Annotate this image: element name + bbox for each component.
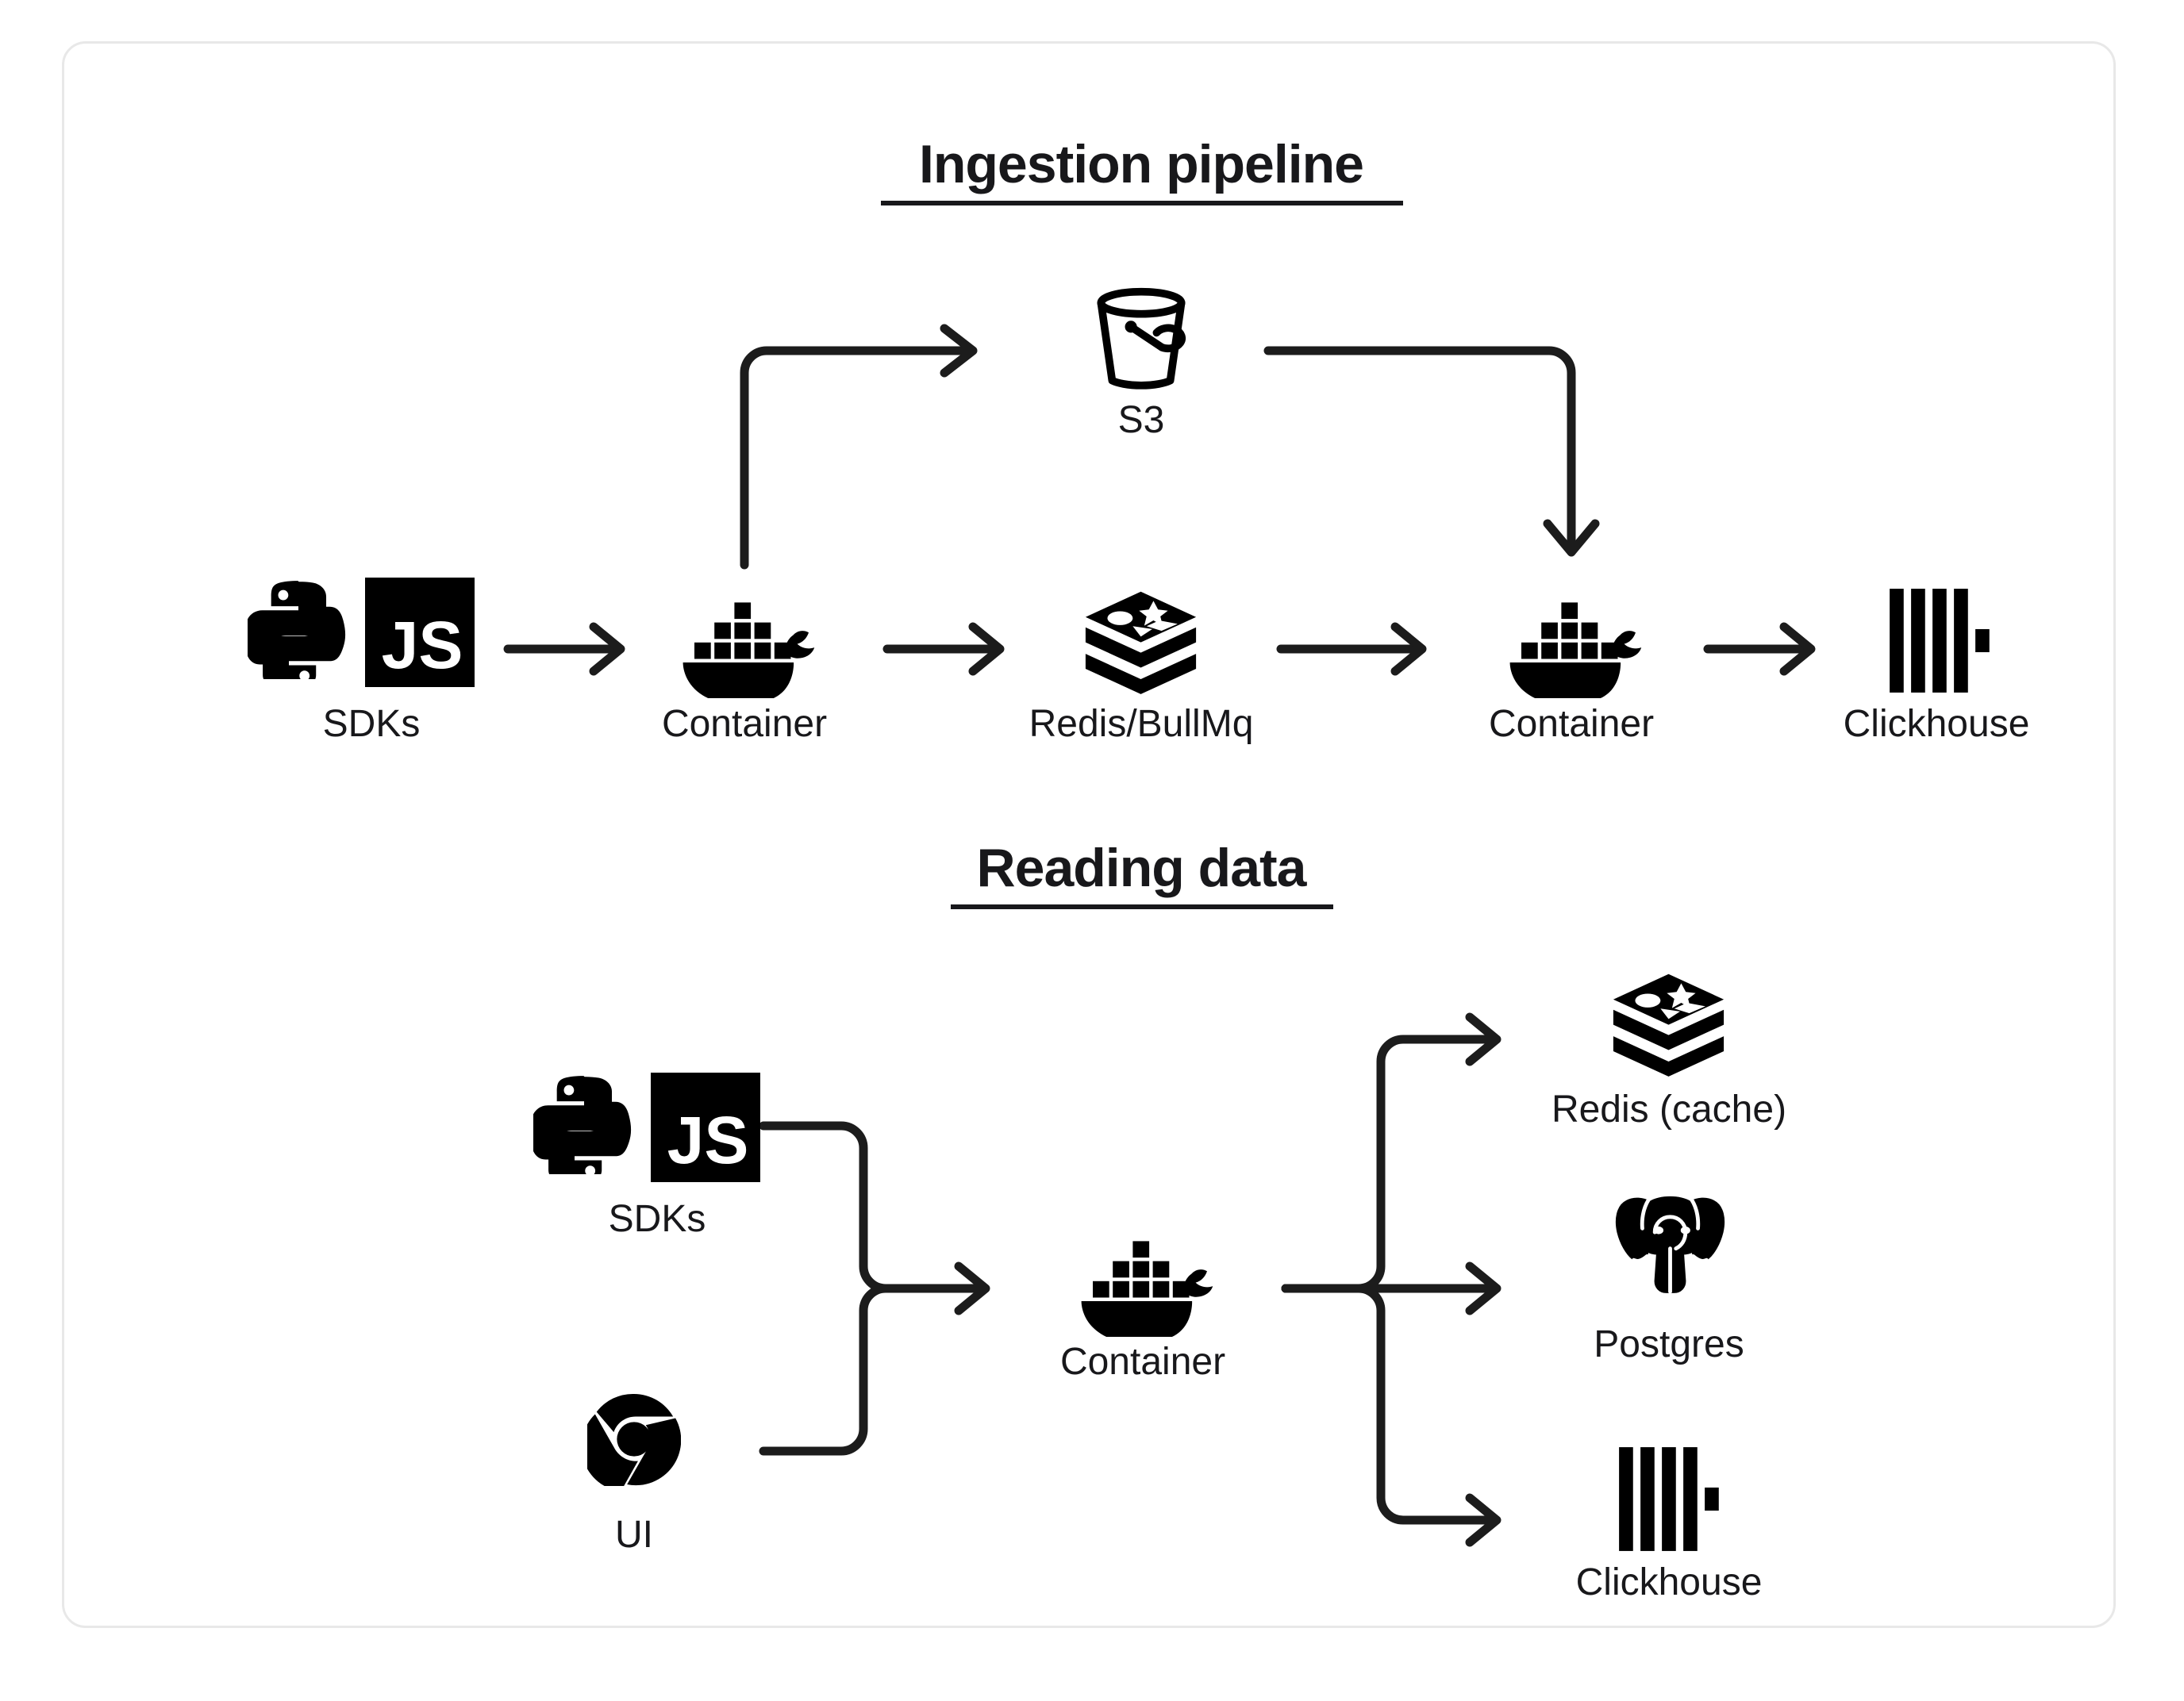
node-clickhouse-ingestion[interactable]: Clickhouse: [1844, 589, 2030, 745]
node-sdks-ingestion[interactable]: JS SDKs: [244, 578, 475, 745]
clickhouse-bars-icon: [1619, 1447, 1719, 1551]
node-label-ui: UI: [615, 1514, 653, 1556]
section-ingestion: Ingestion pipeline: [244, 134, 2030, 745]
edge-sdks-to-container3: [759, 1121, 989, 1293]
s3-bucket-icon: [1101, 292, 1182, 386]
node-postgres[interactable]: Postgres: [1594, 1198, 1744, 1365]
docker-whale-icon: [1509, 602, 1642, 698]
node-label-container-3: Container: [1060, 1341, 1225, 1383]
javascript-logo-icon: [365, 578, 475, 687]
arrow-into-container3: [954, 1261, 990, 1315]
edge-container3-to-redis-cache: [1281, 1012, 1502, 1293]
javascript-logo-text: JS: [667, 1103, 749, 1177]
node-container-3[interactable]: Container: [1060, 1241, 1225, 1383]
edge-container2-to-clickhouse: [1703, 622, 1816, 676]
node-sdks-reading[interactable]: JS SDKs: [529, 1073, 760, 1240]
edge-container3-to-clickhouse: [1281, 1284, 1502, 1547]
postgres-elephant-icon: [1617, 1198, 1724, 1292]
node-label-redis-cache: Redis (cache): [1551, 1089, 1786, 1131]
node-container-1[interactable]: Container: [662, 602, 827, 745]
node-label-container-2: Container: [1489, 703, 1654, 745]
edge-sdks-to-container: [503, 622, 625, 676]
edge-s3-to-container2: [1263, 346, 1600, 557]
node-label-clickhouse-2: Clickhouse: [1576, 1561, 1763, 1603]
docker-whale-icon: [1081, 1241, 1213, 1337]
edge-redis-to-container2: [1276, 622, 1427, 676]
javascript-logo-text: JS: [382, 608, 463, 682]
node-label-container-1: Container: [662, 703, 827, 745]
section-title-ingestion: Ingestion pipeline: [919, 134, 1363, 194]
diagram-card: [62, 41, 2116, 1628]
node-label-sdks-2: SDKs: [609, 1198, 706, 1240]
node-label-postgres: Postgres: [1594, 1323, 1744, 1365]
docker-whale-icon: [682, 602, 815, 698]
edge-container-to-s3: [740, 324, 978, 570]
redis-stack-icon: [1085, 591, 1197, 694]
node-ui[interactable]: UI: [582, 1393, 682, 1556]
node-label-sdks: SDKs: [323, 703, 421, 745]
node-redis-bullmq[interactable]: Redis/BullMq: [1029, 591, 1254, 745]
node-redis-cache[interactable]: Redis (cache): [1551, 973, 1786, 1131]
node-label-clickhouse-1: Clickhouse: [1844, 703, 2030, 745]
redis-stack-icon: [1613, 973, 1725, 1077]
node-clickhouse-reading[interactable]: Clickhouse: [1576, 1447, 1763, 1603]
python-logo-icon: [248, 581, 346, 679]
python-logo-icon: [533, 1076, 632, 1174]
node-s3[interactable]: S3: [1101, 292, 1182, 441]
node-label-redis-bullmq: Redis/BullMq: [1029, 703, 1254, 745]
clickhouse-bars-icon: [1890, 589, 1990, 693]
node-container-2[interactable]: Container: [1489, 602, 1654, 745]
node-label-s3: S3: [1118, 399, 1165, 441]
section-reading: Reading data JS SDKs: [529, 838, 1786, 1603]
javascript-logo-icon: [651, 1073, 760, 1182]
chrome-browser-icon: [587, 1393, 681, 1486]
edge-container-to-redis: [882, 622, 1005, 676]
section-title-reading: Reading data: [977, 838, 1308, 898]
edge-ui-to-container3: [759, 1284, 989, 1456]
